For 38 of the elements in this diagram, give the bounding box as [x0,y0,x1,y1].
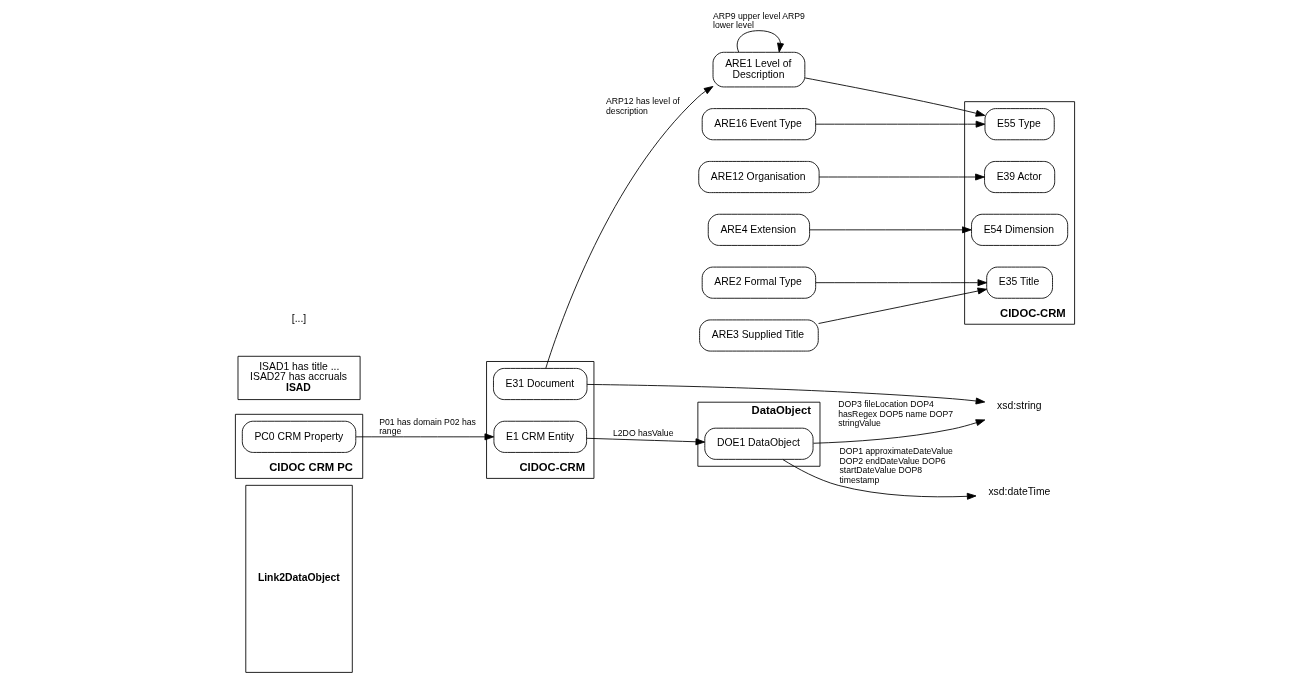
node-box: ARE3 Supplied Title [699,319,819,352]
arrow [782,459,977,500]
node-box: E35 Title [986,266,1053,299]
node-box: ARE2 Formal Type [701,266,817,299]
arrow [818,173,985,181]
arrow [818,287,988,324]
edge-label: DOP1 approximateDateValue DOP2 endDateValue DOP6 startDateValue DOP8 timestamp [839,446,953,485]
node-text: xsd:string [997,400,1042,412]
node-box: ARE16 Event Type [701,108,817,141]
arrow [809,226,972,234]
arrow [586,437,706,446]
edge-label: ARP12 has level of description [606,96,680,116]
label: [...] [291,312,307,324]
node-box: ARE1 Level of Description [712,51,806,88]
edge-label: P01 has domain P02 has range [379,416,476,437]
node-box: ARE12 Organisation [698,161,820,194]
edge-label: ARP9 upper level ARP9 lower level [713,10,805,31]
node-box: Link2DataObject [245,484,353,673]
node-box: E55 Type [984,108,1055,141]
node-box: E1 CRM Entity [493,420,587,453]
arrow [815,279,988,287]
node-box: E54 Dimension [971,213,1069,246]
node-box: E39 Actor [984,161,1056,194]
node-box: PC0 CRM Property [241,420,357,453]
arrow [736,30,784,53]
arrow [813,419,986,444]
arrow [804,77,986,117]
node-box: ISAD1 has title ... ISAD27 has accruals ISAD [237,355,361,401]
node-text: xsd:dateTime [988,485,1051,497]
node-box: ARE4 Extension [707,213,811,246]
edge-label: DOP3 fileLocation DOP4 hasRegex DOP5 name DOP7 stringValue [838,399,954,429]
arrow [815,120,986,128]
node-box: E31 Document [493,367,588,401]
arrow [586,384,986,405]
node-box: DOE1 DataObject [704,427,814,460]
edge-label: L2DO hasValue [613,427,674,438]
arrow [545,86,714,369]
arrow [355,433,495,441]
